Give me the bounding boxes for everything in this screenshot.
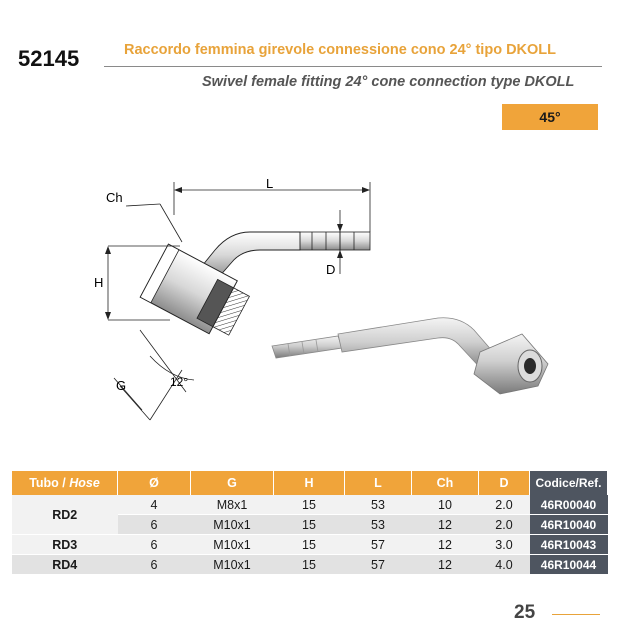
col-h: H (273, 471, 345, 495)
cell-g: M10x1 (190, 514, 274, 535)
cell-h: 15 (273, 534, 345, 555)
title-english: Swivel female fitting 24° cone connectio… (202, 74, 575, 90)
cell-h: 15 (273, 495, 345, 515)
cell-g: M10x1 (190, 534, 274, 555)
table-row: RD3 6 M10x1 15 57 12 3.0 46R10043 (12, 534, 608, 555)
label-g: G (116, 378, 126, 393)
label-ch: Ch (106, 190, 123, 205)
cell-h: 15 (273, 514, 345, 535)
cell-ch: 12 (411, 514, 479, 535)
cell-hose: RD2 (12, 495, 118, 535)
col-diameter: Ø (117, 471, 191, 495)
col-hose: Tubo / Hose (12, 471, 118, 495)
cell-d: 3.0 (478, 534, 530, 555)
label-angle: 12° (170, 375, 188, 389)
cell-hose: RD4 (12, 554, 118, 575)
cell-h: 15 (273, 554, 345, 575)
cell-ch: 10 (411, 495, 479, 515)
cell-diameter: 6 (117, 554, 191, 575)
cell-ref: 46R10044 (529, 554, 608, 575)
product-code: 52145 (18, 46, 80, 71)
cell-g: M10x1 (190, 554, 274, 575)
spec-table: Tubo / Hose Ø G H L Ch D Codice/Ref. RD2… (12, 471, 608, 575)
cell-ch: 12 (411, 534, 479, 555)
cell-ref: 46R10040 (529, 514, 608, 535)
technical-drawing: Ch L H D G 12° (94, 176, 371, 421)
cell-diameter: 4 (117, 495, 191, 515)
cell-l: 53 (344, 495, 412, 515)
label-l: L (266, 176, 273, 191)
col-g: G (190, 471, 274, 495)
page-number-rule (552, 614, 600, 615)
table-row: RD2 4 M8x1 15 53 10 2.0 46R00040 (12, 495, 608, 535)
cell-d: 4.0 (478, 554, 530, 575)
col-ref: Codice/Ref. (529, 471, 608, 495)
cell-ref: 46R00040 (529, 495, 608, 515)
cell-hose: RD3 (12, 534, 118, 555)
cell-ref: 46R10043 (529, 534, 608, 555)
col-ch: Ch (411, 471, 479, 495)
header-divider (104, 66, 602, 67)
cell-d: 2.0 (478, 495, 530, 515)
label-h: H (94, 275, 103, 290)
cell-l: 53 (344, 514, 412, 535)
cell-ch: 12 (411, 554, 479, 575)
table-row: 6 M10x1 15 53 12 2.0 46R10040 (12, 514, 608, 535)
spec-table-header: Tubo / Hose Ø G H L Ch D Codice/Ref. (12, 471, 608, 495)
angle-badge: 45° (502, 104, 598, 130)
table-row: RD4 6 M10x1 15 57 12 4.0 46R10044 (12, 554, 608, 575)
col-d: D (478, 471, 530, 495)
cell-l: 57 (344, 554, 412, 575)
page-number: 25 (514, 602, 536, 623)
col-l: L (344, 471, 412, 495)
product-photo (271, 317, 549, 395)
cell-d: 2.0 (478, 514, 530, 535)
title-italian: Raccordo femmina girevole connessione co… (124, 42, 557, 58)
cell-diameter: 6 (117, 534, 191, 555)
label-d: D (326, 262, 335, 277)
cell-l: 57 (344, 534, 412, 555)
cell-g: M8x1 (190, 495, 274, 515)
cell-diameter: 6 (117, 514, 191, 535)
